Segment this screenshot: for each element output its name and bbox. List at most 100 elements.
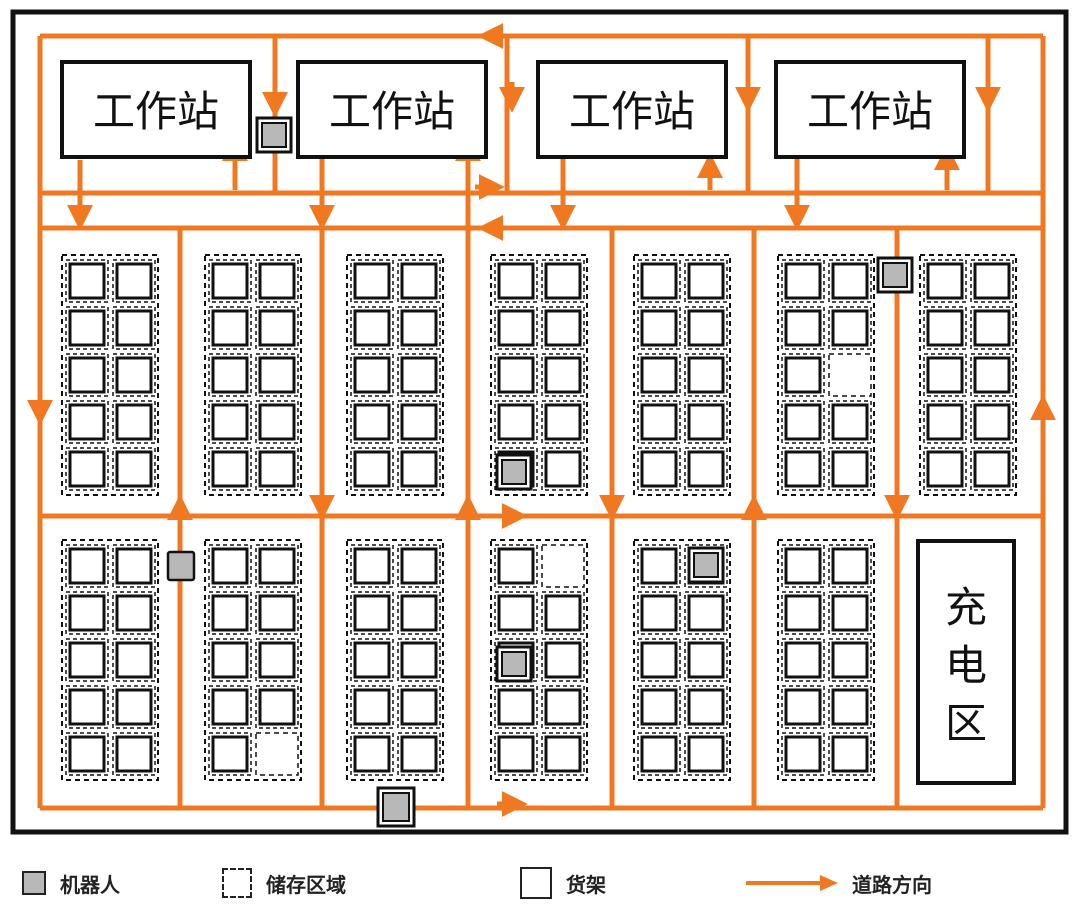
- workstation: 工作站: [536, 60, 728, 159]
- shelf: [258, 262, 296, 300]
- shelf: [400, 356, 438, 394]
- shelf: [115, 688, 153, 726]
- robot: [495, 453, 533, 491]
- charging-zone: 充 电 区: [916, 539, 1016, 785]
- lower-storage-block: [777, 539, 875, 781]
- shelf: [68, 547, 106, 585]
- lower-storage-block: [346, 539, 444, 781]
- shelf: [115, 262, 153, 300]
- robot-body: [693, 552, 719, 578]
- shelf-swatch: [520, 867, 552, 899]
- shelf: [640, 403, 678, 441]
- shelf: [926, 403, 964, 441]
- shelf: [353, 688, 391, 726]
- legend-direction: 道路方向: [746, 865, 932, 901]
- shelf: [687, 594, 725, 632]
- shelf: [258, 688, 296, 726]
- shelf: [258, 641, 296, 679]
- shelf: [258, 356, 296, 394]
- shelf: [831, 450, 869, 488]
- robot: [876, 256, 914, 294]
- shelf: [687, 641, 725, 679]
- workstation-box: [296, 60, 488, 159]
- workstation-box: [536, 60, 728, 159]
- legend-shelf: 货架: [520, 865, 606, 901]
- shelf: [258, 450, 296, 488]
- storage-area-outline: [777, 539, 875, 781]
- shelf: [68, 262, 106, 300]
- robot-body: [261, 122, 287, 148]
- shelf: [831, 688, 869, 726]
- shelf: [687, 735, 725, 773]
- warehouse-layout-diagram: 工作站工作站工作站工作站 充 电 区: [10, 9, 1069, 835]
- shelf: [400, 547, 438, 585]
- shelf: [544, 356, 582, 394]
- shelf: [258, 594, 296, 632]
- shelf: [211, 403, 249, 441]
- shelf: [258, 547, 296, 585]
- upper-storage-block: [61, 254, 159, 496]
- shelf: [400, 309, 438, 347]
- shelf: [784, 735, 822, 773]
- shelf: [353, 641, 391, 679]
- shelf: [211, 594, 249, 632]
- shelf: [973, 309, 1011, 347]
- shelf: [640, 688, 678, 726]
- upper-storage-block: [204, 254, 302, 496]
- shelf: [784, 688, 822, 726]
- shelf: [544, 450, 582, 488]
- shelf: [353, 262, 391, 300]
- shelf: [400, 688, 438, 726]
- storage-area-outline: [346, 254, 444, 496]
- shelf: [687, 688, 725, 726]
- shelf: [831, 735, 869, 773]
- shelf: [640, 641, 678, 679]
- shelf: [544, 403, 582, 441]
- shelf: [687, 403, 725, 441]
- workstation-box: [60, 60, 252, 159]
- robot-body: [501, 651, 527, 677]
- shelf: [687, 262, 725, 300]
- shelf: [973, 262, 1011, 300]
- legend-direction-label: 道路方向: [852, 872, 932, 897]
- shelf: [400, 403, 438, 441]
- robot: [376, 786, 416, 828]
- shelf: [831, 262, 869, 300]
- shelf: [640, 594, 678, 632]
- shelf: [640, 356, 678, 394]
- shelf: [831, 641, 869, 679]
- storage-area-outline: [61, 254, 159, 496]
- shelf: [211, 450, 249, 488]
- shelf: [640, 735, 678, 773]
- shelf: [68, 450, 106, 488]
- shelf: [68, 735, 106, 773]
- workstation-label: 工作站: [569, 87, 695, 136]
- shelf: [115, 594, 153, 632]
- storage-area-outline: [633, 539, 731, 781]
- upper-storage-block: [490, 254, 588, 496]
- storage-area-outline: [61, 539, 159, 781]
- shelf: [784, 309, 822, 347]
- upper-storage-block: [919, 254, 1017, 496]
- shelf: [687, 309, 725, 347]
- storage-areas: [61, 254, 1017, 781]
- shelf: [497, 594, 535, 632]
- lower-storage-block: [204, 539, 302, 781]
- shelf: [640, 450, 678, 488]
- storage-swatch: [222, 868, 252, 898]
- robot-body: [501, 459, 527, 485]
- robot-body: [382, 792, 410, 822]
- shelf: [687, 356, 725, 394]
- shelf: [353, 450, 391, 488]
- shelf: [353, 594, 391, 632]
- shelf: [400, 262, 438, 300]
- workstation: 工作站: [774, 60, 966, 159]
- shelf: [784, 450, 822, 488]
- empty-slot: [541, 544, 585, 588]
- shelf: [497, 403, 535, 441]
- shelf: [258, 403, 296, 441]
- shelf: [784, 641, 822, 679]
- shelf: [831, 547, 869, 585]
- shelf: [544, 688, 582, 726]
- legend-robot-label: 机器人: [60, 872, 120, 897]
